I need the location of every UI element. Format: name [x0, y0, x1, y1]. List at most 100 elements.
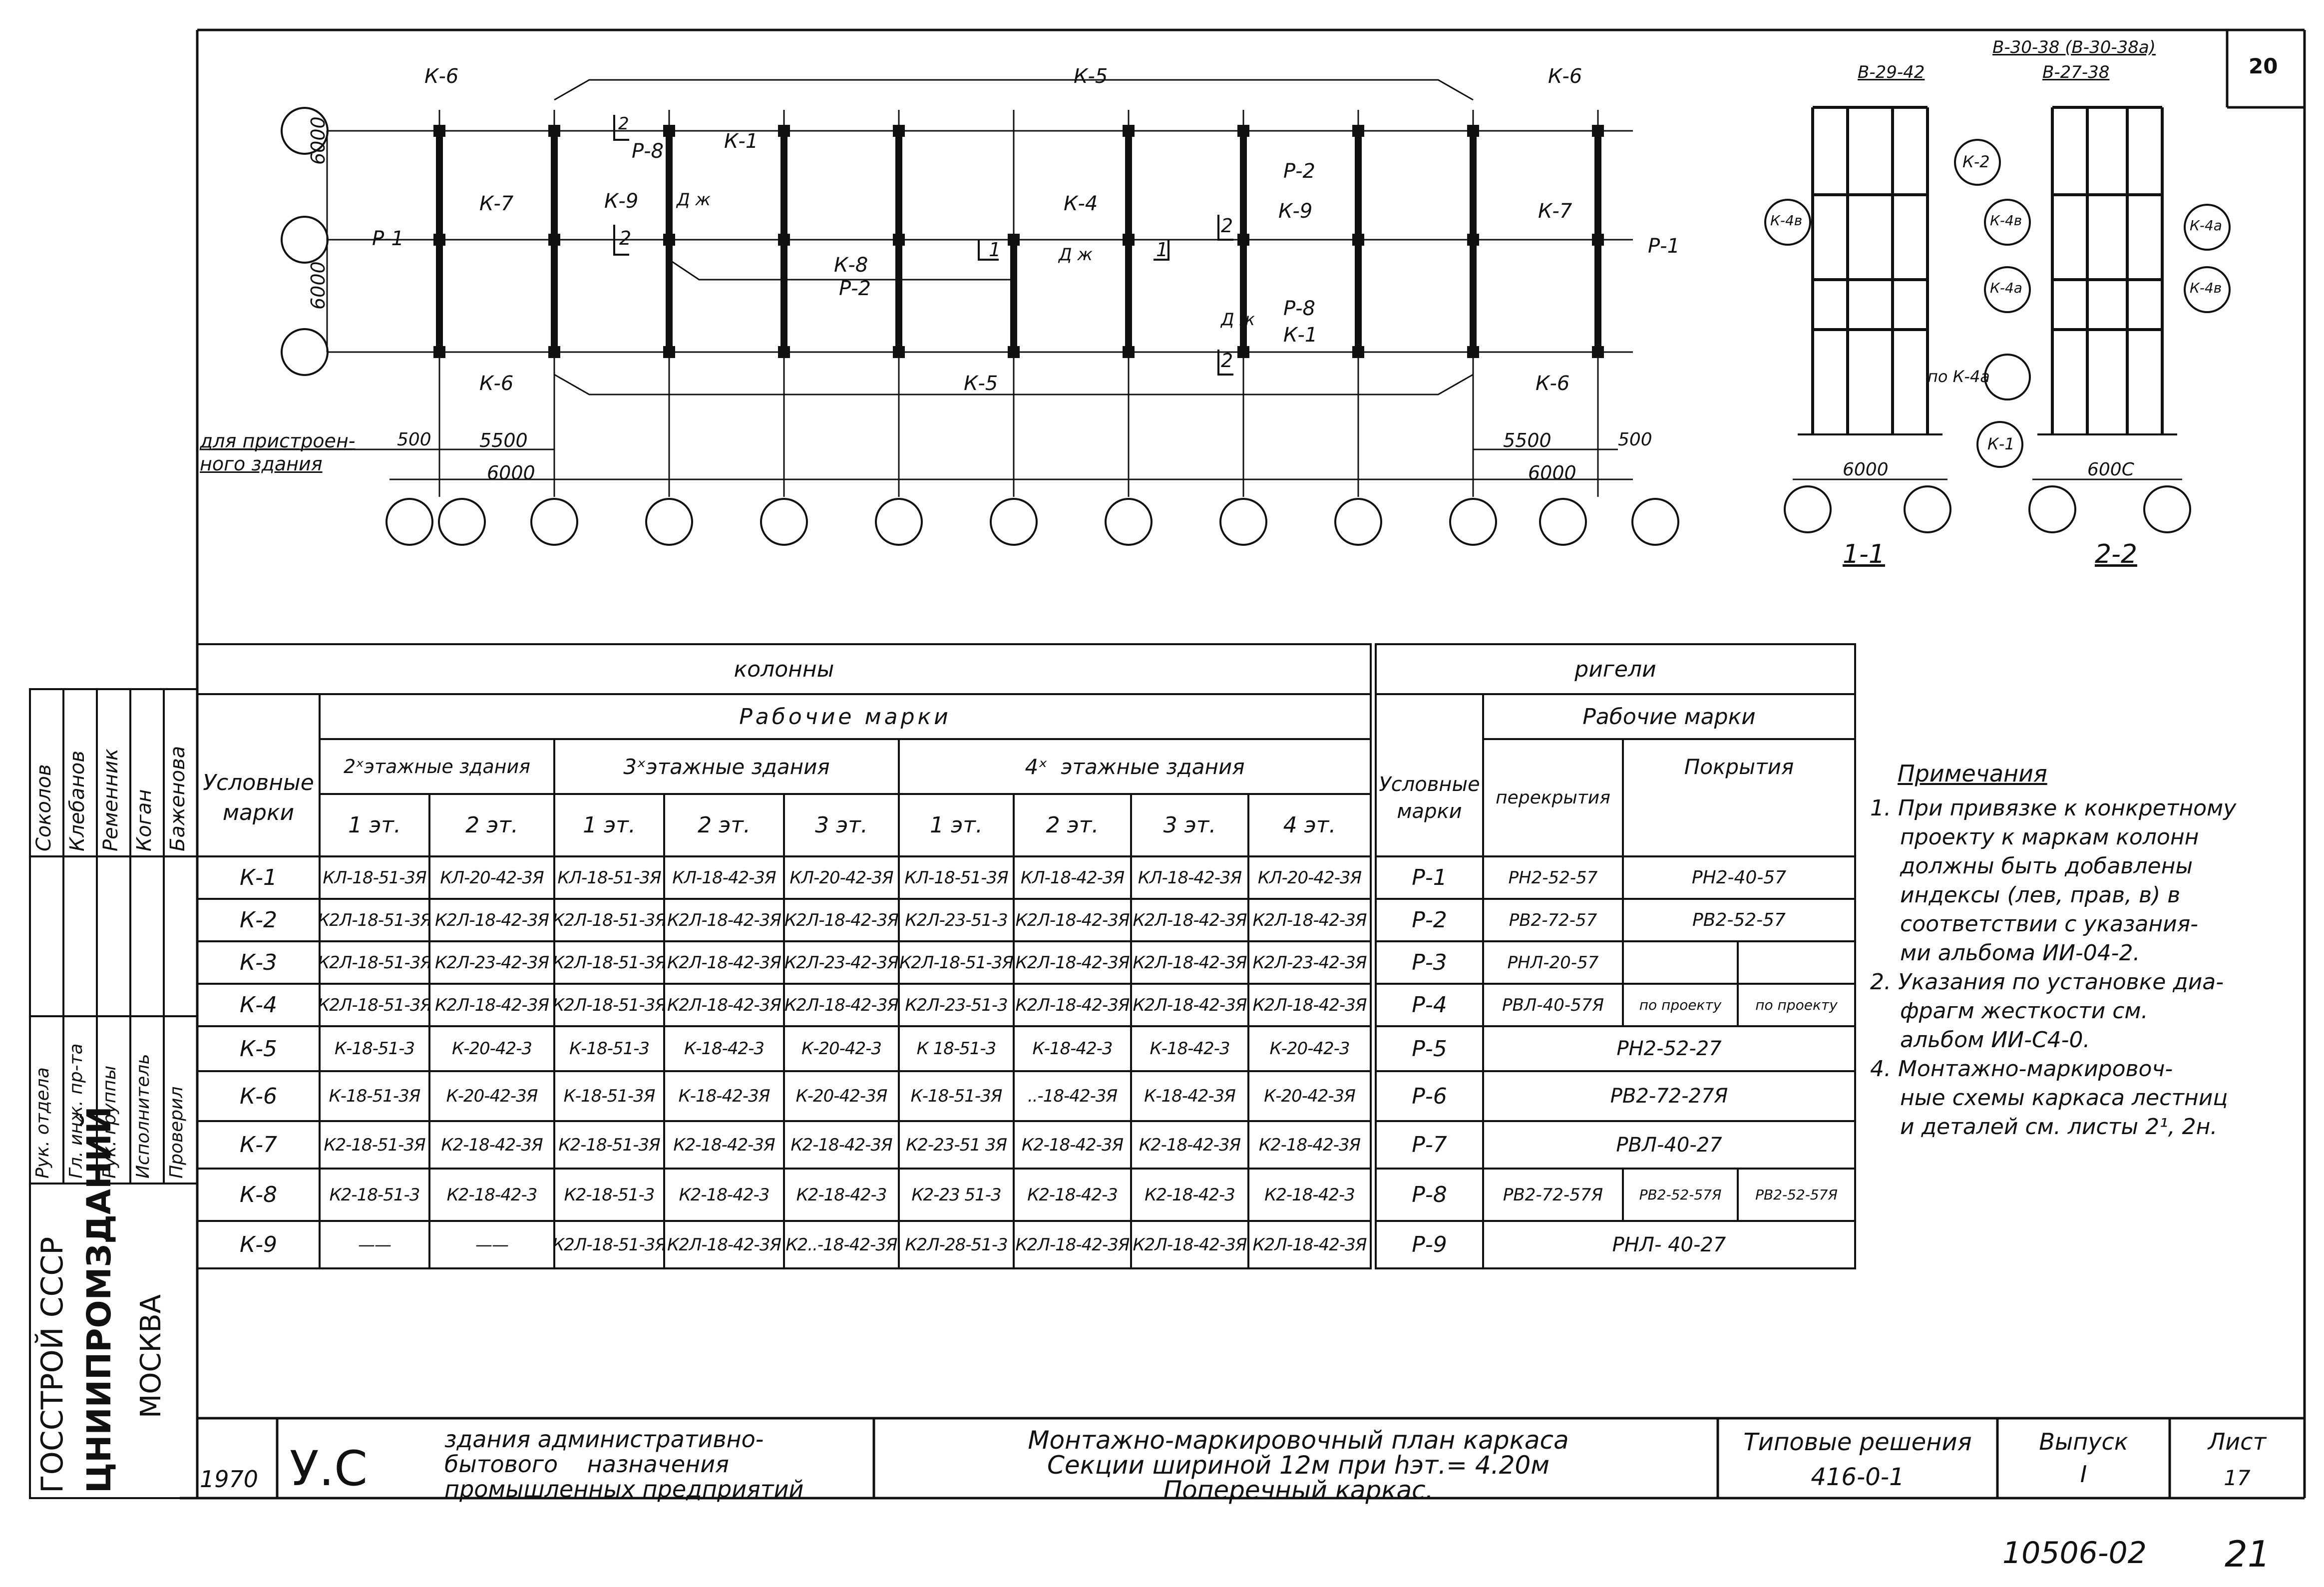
corner-number: 20	[2249, 54, 2278, 78]
beam-cond-mark: Р-6	[1412, 1083, 1447, 1109]
column-work-mark: К-18-51-3	[334, 1039, 415, 1059]
section-mark-1a: 1	[989, 239, 1001, 261]
column-work-mark: К2Л-23-51-3	[905, 910, 1008, 930]
issue-label: Выпуск	[2039, 1428, 2128, 1455]
stamp-name: Баженова	[166, 746, 189, 851]
beam-work-mark: РВ2-72-27Я	[1610, 1085, 1728, 1108]
floor-header: 4 эт.	[1283, 812, 1336, 838]
label-k5-top: К-5	[1074, 65, 1108, 88]
section-mark-1b: 1	[1156, 239, 1168, 261]
note-line: 4. Монтажно-маркировоч-	[1870, 1056, 2173, 1082]
column-work-mark: К-18-42-3	[684, 1039, 765, 1059]
series-label: Типовые решения	[1743, 1428, 1972, 1456]
purpose-line-2: бытового назначения	[444, 1451, 729, 1478]
column-work-mark: К2-18-51-3Я	[324, 1135, 425, 1155]
title-year: 1970	[200, 1466, 259, 1493]
column-work-mark: К2Л-18-42-3Я	[1133, 910, 1247, 930]
label-sec-k1: К-1	[1987, 434, 2015, 453]
section-mark-2a: 2	[618, 114, 629, 134]
label-sec-k4v-right: К-4в	[2190, 280, 2222, 296]
column-work-mark: К2-18-51-3Я	[558, 1135, 660, 1155]
column-work-mark: К2-18-42-3	[679, 1185, 770, 1205]
beam-roof-mark-2: по проекту	[1755, 997, 1838, 1013]
stamp-name: Коган	[133, 789, 156, 851]
label-r8-bottom: Р-8	[1283, 297, 1316, 320]
label-dzh-1: Д ж	[677, 190, 711, 210]
floor-header: 2 эт.	[465, 812, 518, 838]
column-work-mark: К-20-42-3Я	[446, 1086, 538, 1106]
column-work-mark: ——	[358, 1234, 391, 1255]
column-work-mark: К2Л-18-51-3Я	[899, 952, 1014, 973]
dim-6000-v1: 6000	[307, 116, 329, 165]
org-gosstroy: ГОССТРОЙ СССР	[35, 1236, 70, 1494]
note-line: ми альбома ИИ-04-2.	[1900, 940, 2140, 966]
purpose-line-3: промышленных предприятий	[444, 1476, 804, 1503]
note-line: и деталей см. листы 2¹, 2н.	[1900, 1114, 2218, 1140]
column-work-mark: К2Л-18-42-3Я	[1252, 995, 1367, 1015]
beam-roof-mark: РВ2-52-57	[1692, 910, 1786, 930]
column-work-mark: К2Л-18-51-3Я	[554, 952, 664, 973]
column-work-mark: К2Л-23-42-3Я	[435, 952, 549, 973]
column-work-mark: КЛ-18-42-3Я	[672, 867, 776, 888]
beams-roof: Покрытия	[1684, 754, 1794, 779]
beams-floor-slab: перекрытия	[1496, 788, 1610, 808]
group-2-floor: 2ˣэтажные здания	[343, 756, 531, 778]
column-work-mark: К2Л-18-51-3Я	[554, 1234, 664, 1255]
beam-cond-mark: Р-9	[1412, 1232, 1447, 1257]
beam-cond-mark: Р-4	[1412, 992, 1447, 1018]
column-work-mark: К2Л-18-42-3Я	[784, 995, 899, 1015]
beam-cond-mark: Р-7	[1412, 1132, 1447, 1158]
group-3-floor: 3ˣэтажные здания	[623, 754, 830, 779]
column-cond-mark: К-9	[239, 1232, 278, 1257]
column-work-mark: К-20-42-3	[801, 1039, 882, 1059]
floor-header: 2 эт.	[1046, 812, 1099, 838]
column-work-mark: К-18-51-3	[569, 1039, 650, 1059]
group-4-floor: 4ˣ этажные здания	[1025, 754, 1245, 779]
column-work-mark: К2Л-23-42-3Я	[784, 952, 899, 973]
floor-header: 3 эт.	[815, 812, 868, 838]
note-line: должны быть добавлены	[1900, 853, 2193, 879]
stamp-name: Клебанов	[66, 751, 89, 851]
stamp-role: Рук. отдела	[32, 1067, 53, 1179]
beam-work-mark: РНЛ- 40-27	[1612, 1233, 1726, 1256]
section-mark-2d: 2	[1221, 350, 1233, 372]
column-work-mark: К2-18-51-3	[564, 1185, 655, 1205]
column-work-mark: К2Л-18-42-3Я	[1133, 995, 1247, 1015]
org-tsniipromzdaniy: ЦНИИПРОМЗДАНИЙ	[80, 1106, 118, 1493]
column-work-mark: К-20-42-3Я	[1264, 1086, 1356, 1106]
label-k8: К-8	[834, 254, 868, 277]
column-work-mark: КЛ-20-42-3Я	[1257, 867, 1362, 888]
column-work-mark: К 18-51-3	[916, 1039, 997, 1059]
sheet-value: 17	[2224, 1466, 2251, 1490]
column-work-mark: К2-18-42-3Я	[1021, 1135, 1124, 1155]
desc-line-1: Монтажно-маркировочный план каркаса	[1028, 1426, 1569, 1455]
beam-cond-mark: Р-5	[1412, 1036, 1447, 1062]
label-k9-left: К-9	[604, 190, 639, 213]
column-work-mark: КЛ-18-42-3Я	[1138, 867, 1242, 888]
column-work-mark: К2Л-18-42-3Я	[784, 910, 899, 930]
dim-5500-right: 5500	[1503, 429, 1551, 451]
floor-header: 1 эт.	[583, 812, 636, 838]
column-work-mark: К2-18-42-3	[1145, 1185, 1235, 1205]
column-work-mark: КЛ-18-51-3Я	[904, 867, 1008, 888]
stamp-name: Соколов	[32, 764, 55, 851]
dim-sec-1: 6000	[1843, 459, 1889, 480]
label-k1-bottom: К-1	[1283, 324, 1318, 347]
stamp-role: Проверил	[166, 1086, 187, 1179]
column-cond-mark: К-3	[239, 950, 278, 975]
beams-cond-marks: Условные марки	[1379, 773, 1480, 823]
column-work-mark: К2Л-18-42-3Я	[1133, 1234, 1247, 1255]
column-work-mark: КЛ-20-42-3Я	[440, 867, 544, 888]
beam-roof-mark: РН2-40-57	[1691, 867, 1787, 888]
column-work-mark: К2Л-23-51-3	[905, 995, 1008, 1015]
beam-cond-mark: Р-8	[1412, 1182, 1447, 1207]
columns-cond-marks: Условные марки	[203, 770, 314, 825]
beam-cond-mark: Р-1	[1412, 865, 1447, 890]
label-k7-right: К-7	[1538, 200, 1572, 223]
label-k4: К-4	[1064, 192, 1098, 215]
label-r1-left: Р-1	[372, 227, 404, 250]
label-sec-po-k4a: по К-4а	[1928, 367, 1990, 386]
column-work-mark: К-18-51-3Я	[910, 1086, 1003, 1106]
column-cond-mark: К-5	[239, 1036, 278, 1062]
note-line: фрагм жесткости см.	[1900, 998, 2148, 1024]
